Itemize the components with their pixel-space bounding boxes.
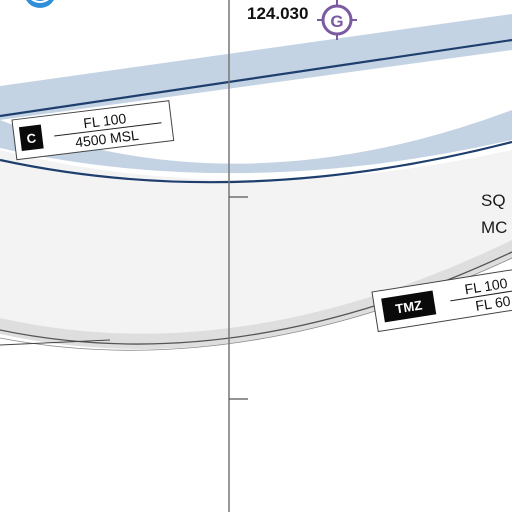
info-icon-arc	[31, 0, 49, 3]
tmz-upper-limit: FL 100	[463, 275, 508, 298]
class-c-divider	[54, 122, 162, 137]
edge-text-line1: SQ	[481, 191, 506, 210]
class-c-letter: C	[26, 130, 38, 146]
frequency-label[interactable]: 124.030	[247, 4, 308, 23]
tmz-label[interactable]: TMZ FL 100 FL 60	[371, 266, 512, 333]
gps-waypoint-icon[interactable]: G	[317, 0, 357, 40]
class-c-lower-limit: 4500 MSL	[74, 127, 140, 151]
tmz-badge	[381, 290, 437, 323]
gps-waypoint-letter: G	[330, 12, 343, 31]
class-c-boundary-lower	[0, 140, 512, 184]
info-icon[interactable]	[24, 0, 56, 8]
class-c-badge	[18, 124, 44, 152]
edge-text-line2: MC	[481, 218, 507, 237]
class-c-band-lower	[0, 110, 512, 174]
class-c-label[interactable]: C FL 100 4500 MSL	[11, 100, 175, 161]
tmz-corner-line	[0, 339, 111, 346]
class-c-upper-limit: FL 100	[82, 110, 127, 131]
class-c-boundary-upper	[0, 38, 512, 118]
tmz-badge-text: TMZ	[394, 297, 423, 316]
tmz-lower-limit: FL 60	[474, 293, 512, 314]
tmz-divider	[450, 287, 512, 302]
class-c-band-upper	[0, 14, 512, 120]
